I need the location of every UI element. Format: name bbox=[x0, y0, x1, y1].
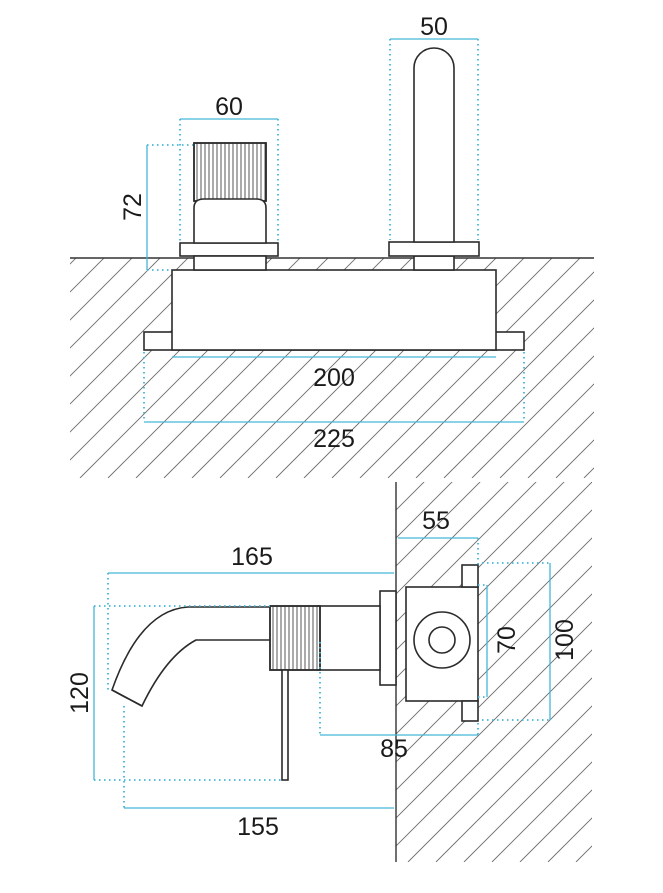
top-spout-body bbox=[413, 47, 455, 243]
side-clamp-bottom bbox=[461, 700, 479, 722]
top-concealed-body bbox=[171, 269, 497, 351]
top-spout-rosette bbox=[388, 241, 480, 257]
side-rosette bbox=[379, 590, 397, 686]
dim-label-top-handle-height: 72 bbox=[119, 193, 147, 221]
top-spout-collar bbox=[413, 255, 455, 271]
dim-label-top-body-width: 200 bbox=[313, 364, 355, 392]
side-valve-inner bbox=[428, 626, 456, 654]
side-view: 55 165 70 100 120 85 155 bbox=[66, 482, 592, 862]
side-handle-body bbox=[317, 605, 381, 671]
top-handle-body bbox=[193, 198, 267, 244]
dim-label-top-handle-width: 60 bbox=[215, 93, 243, 121]
top-handle-stem bbox=[193, 255, 267, 271]
side-handle-lever bbox=[281, 669, 289, 781]
top-view: 50 60 72 200 225 bbox=[70, 13, 594, 478]
top-wall-hatching bbox=[70, 258, 594, 478]
dim-label-side-body-height: 70 bbox=[493, 626, 521, 654]
side-clamp-top bbox=[461, 564, 479, 588]
dim-label-side-wall-depth: 55 bbox=[422, 507, 450, 535]
dim-label-side-lever-reach: 155 bbox=[237, 813, 279, 841]
dim-label-side-body-depth: 85 bbox=[380, 735, 408, 763]
dim-label-side-plate-height: 100 bbox=[551, 619, 579, 661]
top-handle-knurl bbox=[193, 142, 267, 202]
dim-label-side-spout-reach: 165 bbox=[231, 543, 273, 571]
side-handle-knurl bbox=[269, 605, 321, 671]
dim-label-top-spout-width: 50 bbox=[420, 13, 448, 41]
dim-label-top-plate-width: 225 bbox=[313, 425, 355, 453]
top-handle-rosette bbox=[179, 242, 279, 257]
dim-label-side-total-height: 120 bbox=[66, 672, 94, 714]
